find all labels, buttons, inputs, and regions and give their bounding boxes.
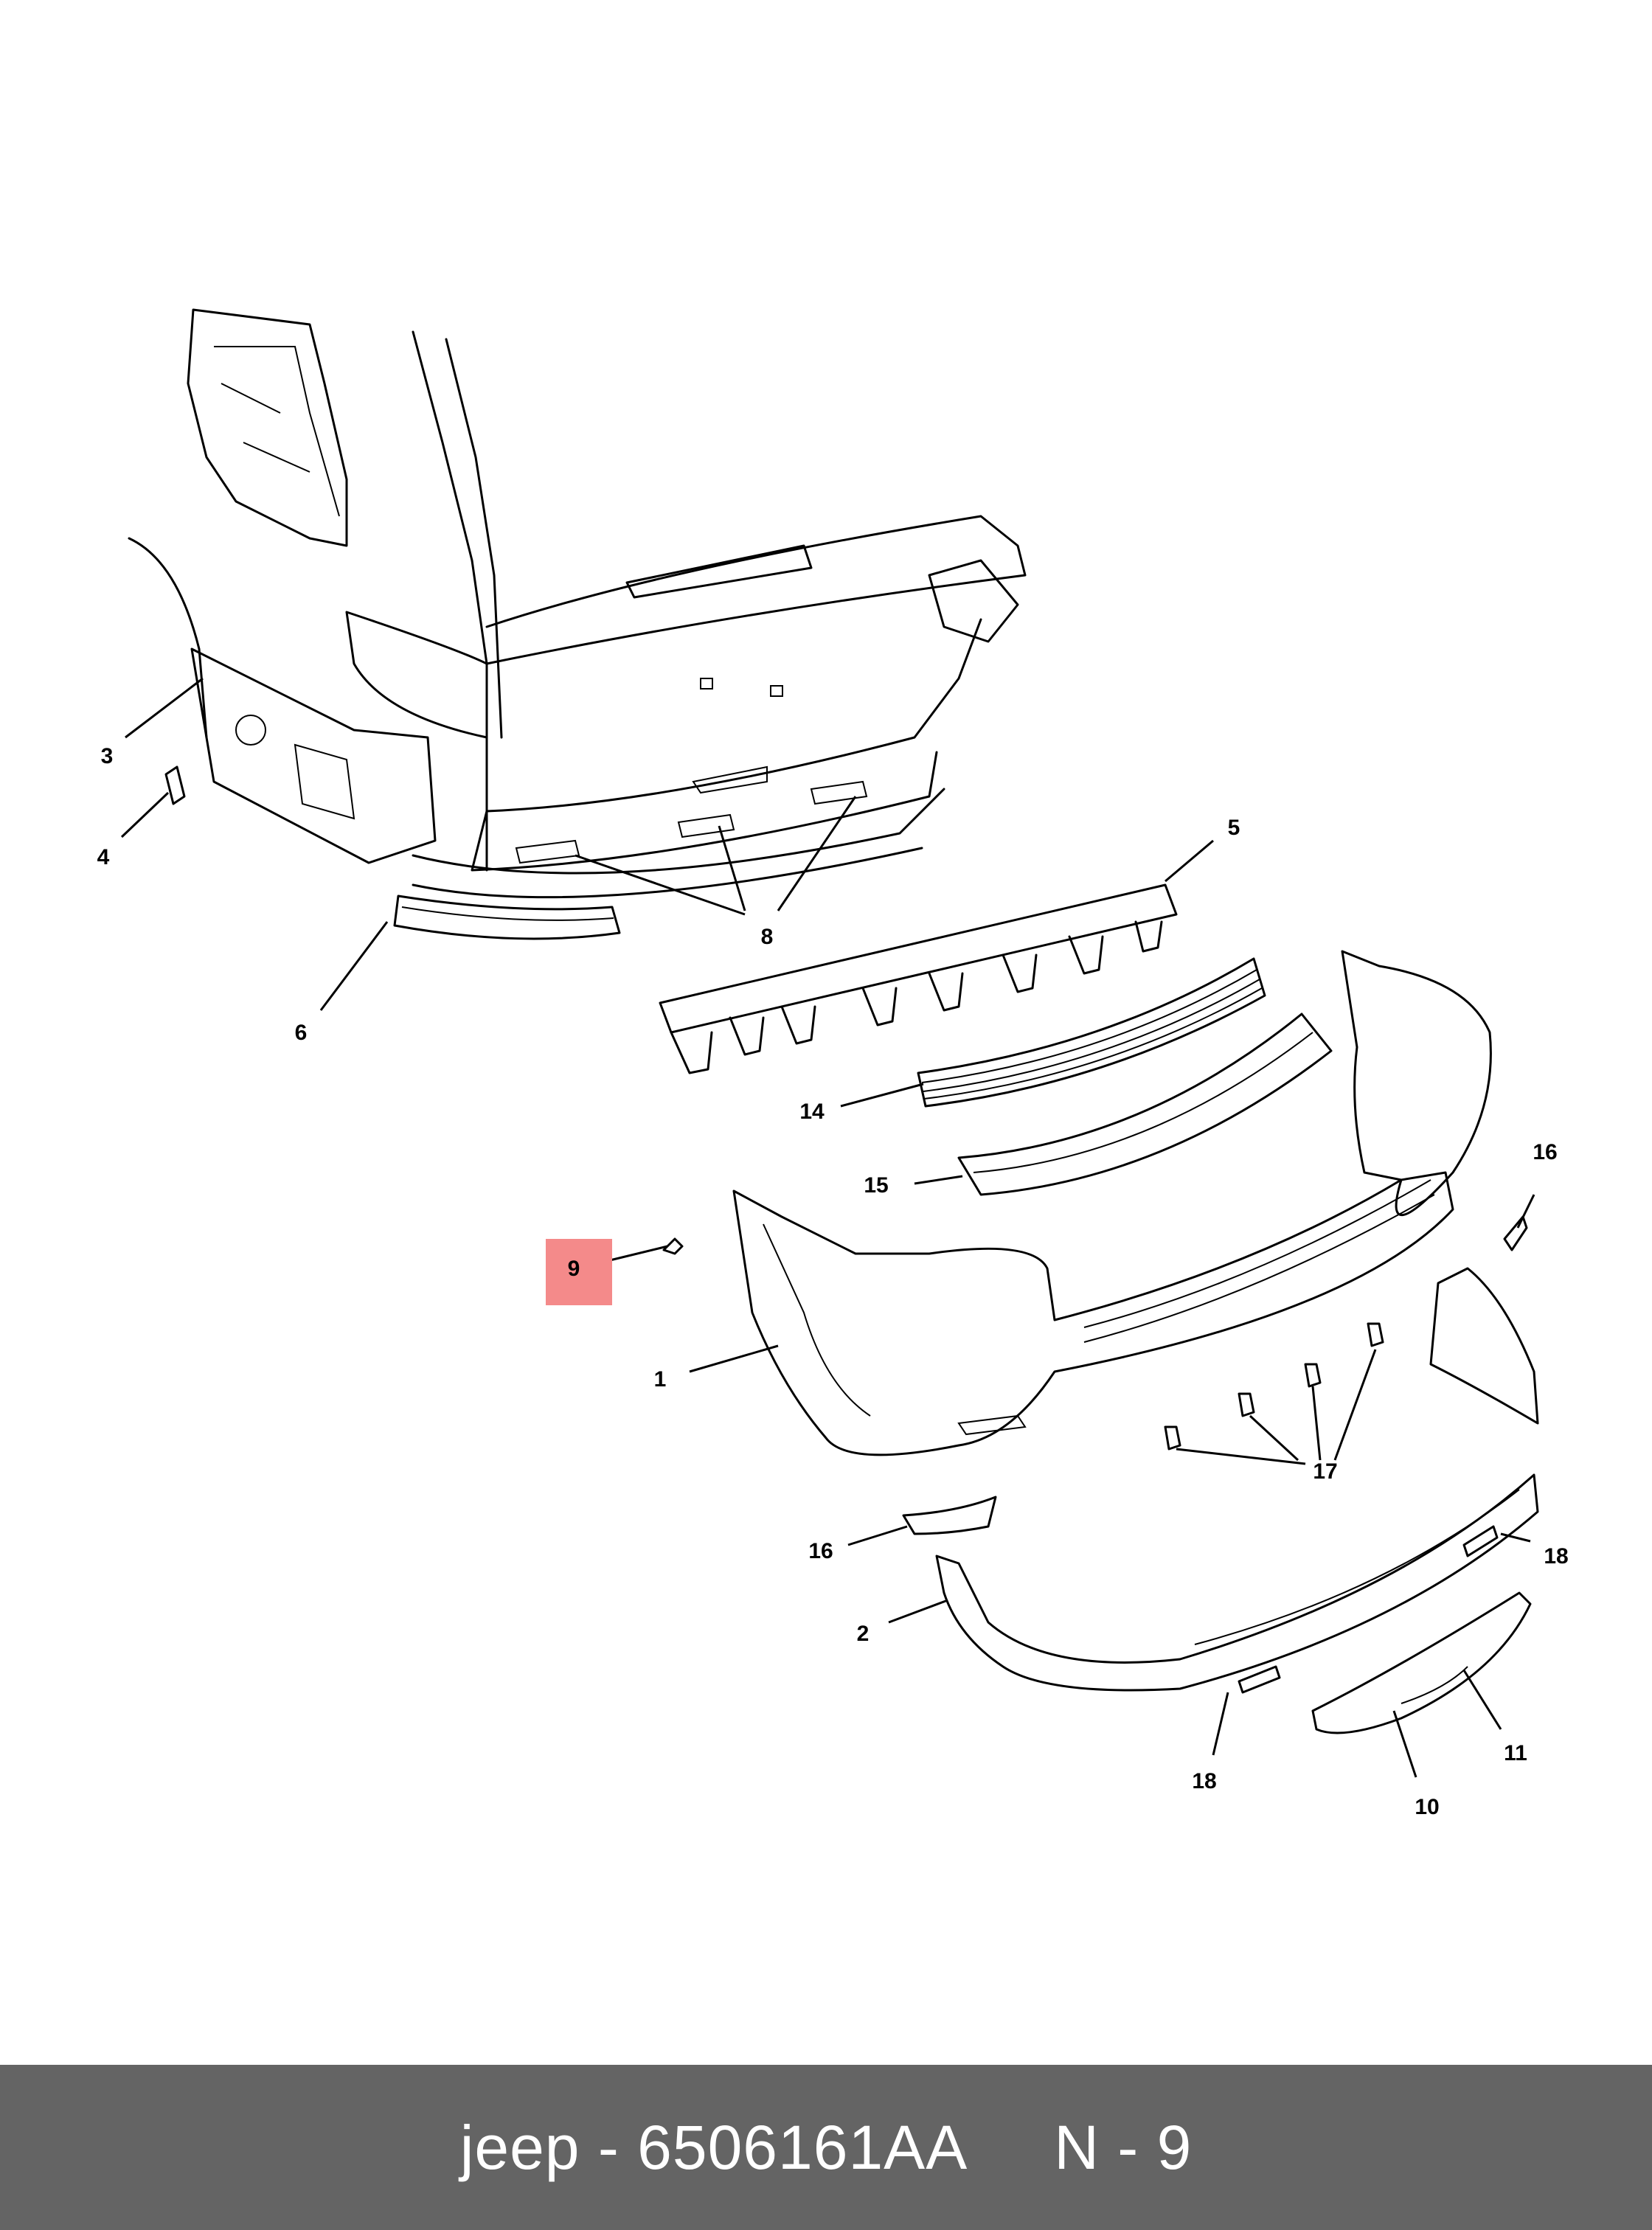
part-14-grille: [917, 957, 1266, 1108]
callout-label-4: 4: [97, 845, 110, 869]
vehicle-rear-body: [128, 308, 1027, 899]
callout-label-6: 6: [295, 1021, 308, 1045]
part-5-energy-absorber: [659, 883, 1178, 1074]
callout-label-16-left: 16: [808, 1539, 833, 1563]
callout-label-18-bottom: 18: [1192, 1769, 1216, 1793]
callout-label-10: 10: [1415, 1795, 1439, 1819]
part-10-skid-plate: [1311, 1591, 1532, 1734]
callout-label-14: 14: [799, 1100, 825, 1124]
callout-label-1: 1: [654, 1367, 667, 1392]
part-1-bumper-fascia: [732, 950, 1492, 1456]
part-2-lower-valance: [935, 1267, 1539, 1692]
callout-label-18-right: 18: [1544, 1544, 1568, 1569]
leader-lines: [120, 677, 1535, 1778]
callout-label-11: 11: [1504, 1741, 1527, 1765]
callout-label-5: 5: [1228, 816, 1240, 840]
callout-label-17: 17: [1313, 1459, 1337, 1484]
callout-label-16-right: 16: [1533, 1140, 1557, 1164]
highlight-box: [546, 1239, 612, 1305]
part-6-step-pad: [393, 895, 621, 940]
callout-label-3: 3: [101, 744, 114, 768]
part-number-caption: jeep - 6506161AA N - 9: [459, 2112, 1193, 2182]
callout-label-2: 2: [857, 1622, 870, 1646]
callout-label-15: 15: [864, 1173, 888, 1198]
callout-label-9: 9: [568, 1257, 580, 1281]
exploded-parts-diagram: 1 2 3 4 5 6 8 9 10 11 14 15 16 16 17 18 …: [97, 308, 1569, 1819]
part-15-bracket: [957, 1012, 1333, 1196]
footer-bar: jeep - 6506161AA N - 9: [0, 2065, 1652, 2230]
callout-label-8: 8: [761, 925, 774, 949]
small-fasteners: [164, 765, 1528, 1694]
